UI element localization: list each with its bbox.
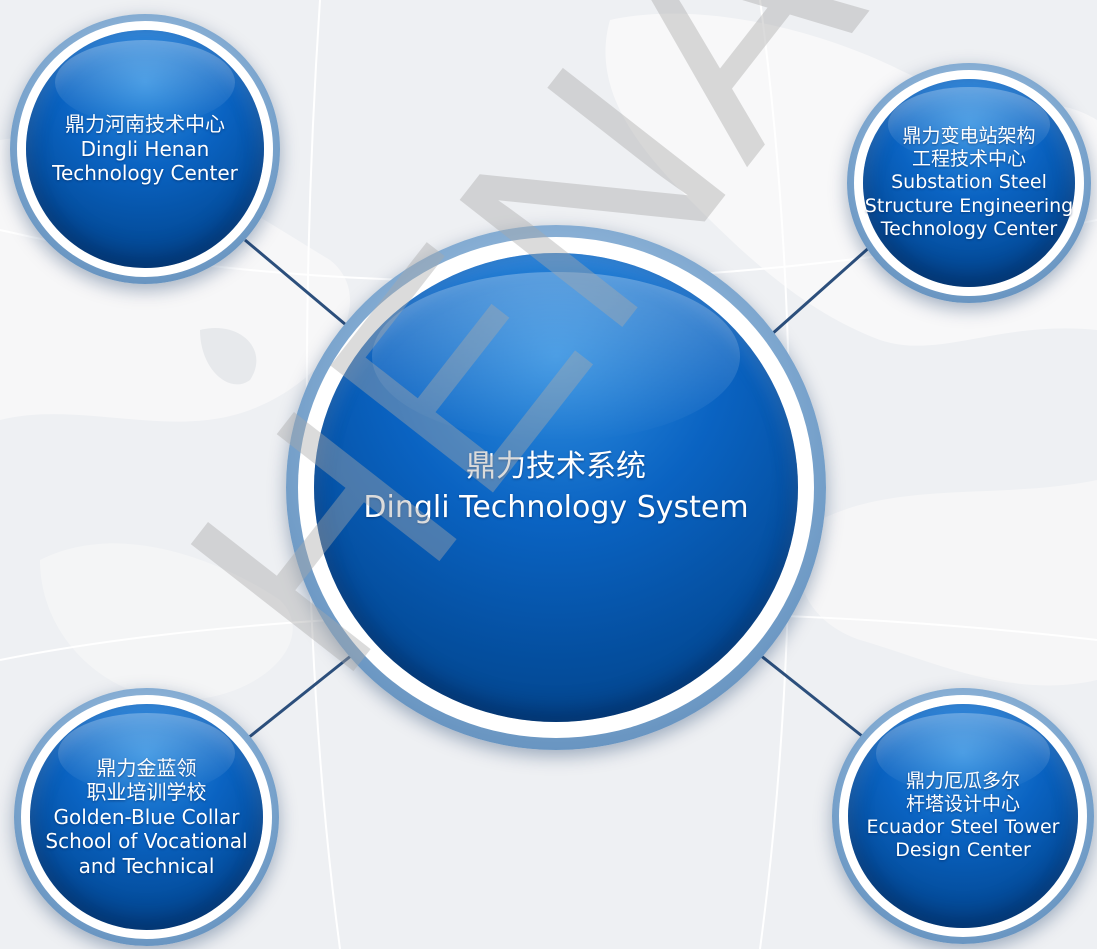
node-collar-line: Golden-Blue Collar [53, 804, 240, 829]
node-ecuador-steel-tower-design-center: 鼎力厄瓜多尔 杆塔设计中心 Ecuador Steel Tower Design… [832, 688, 1094, 944]
node-collar-line: and Technical [78, 853, 215, 878]
node-substation-label: 鼎力变电站架构 工程技术中心 Substation Steel Structur… [865, 125, 1073, 241]
node-collar-label: 鼎力金蓝领 职业培训学校 Golden-Blue Collar School o… [45, 756, 247, 878]
center-title-en: Dingli Technology System [363, 489, 749, 525]
node-collar-line: School of Vocational [45, 829, 248, 854]
node-substation-line: Technology Center [880, 217, 1058, 240]
connector-ecuador [759, 653, 863, 738]
node-substation-line: 工程技术中心 [911, 148, 1026, 171]
node-dingli-technology-system: 鼎力技术系统 Dingli Technology System [286, 225, 826, 750]
connector-substation [771, 243, 873, 336]
node-ecuador-line: 杆塔设计中心 [905, 792, 1020, 815]
node-henan-line: Technology Center [52, 161, 238, 186]
node-henan-line: Dingli Henan [80, 136, 210, 161]
connector-collar [247, 653, 353, 740]
node-henan-line: 鼎力河南技术中心 [64, 112, 225, 137]
node-collar-line: 鼎力金蓝领 [96, 756, 197, 781]
node-henan-label: 鼎力河南技术中心 Dingli Henan Technology Center [52, 112, 238, 185]
node-substation-steel-structure-center: 鼎力变电站架构 工程技术中心 Substation Steel Structur… [847, 63, 1091, 303]
node-ecuador-line: Ecuador Steel Tower [866, 816, 1060, 838]
node-golden-blue-collar-school: 鼎力金蓝领 职业培训学校 Golden-Blue Collar School o… [14, 688, 279, 946]
node-substation-line: 鼎力变电站架构 [902, 125, 1036, 148]
center-title-zh: 鼎力技术系统 [466, 449, 646, 484]
node-dingli-henan-technology-center: 鼎力河南技术中心 Dingli Henan Technology Center [10, 14, 280, 284]
node-collar-line: 职业培训学校 [86, 780, 207, 805]
connector-henan [244, 238, 353, 332]
node-ecuador-label: 鼎力厄瓜多尔 杆塔设计中心 Ecuador Steel Tower Design… [867, 770, 1060, 863]
node-ecuador-line: Design Center [895, 839, 1031, 862]
center-label: 鼎力技术系统 Dingli Technology System [363, 447, 748, 528]
node-ecuador-line: 鼎力厄瓜多尔 [905, 769, 1020, 792]
node-substation-line: Structure Engineering [864, 194, 1074, 217]
node-substation-line: Substation Steel [891, 171, 1047, 194]
